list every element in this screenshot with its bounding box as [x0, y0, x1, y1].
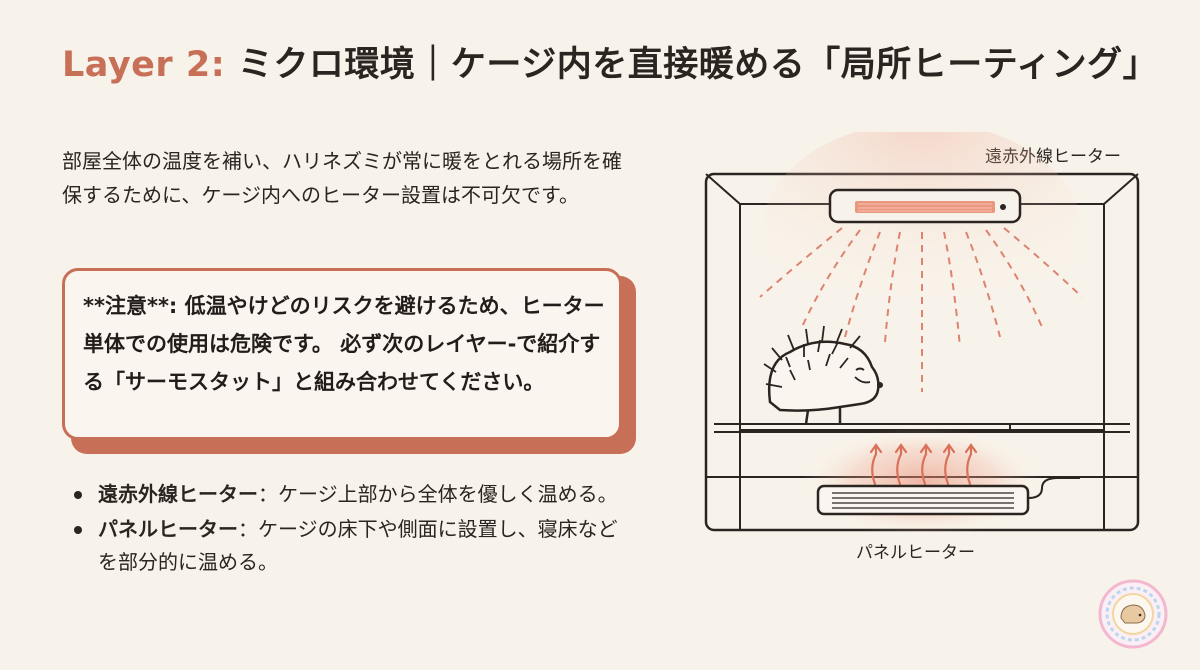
heat-arrow-icon [869, 443, 978, 486]
heater-list: 遠赤外線ヒーター：ケージ上部から全体を優しく温める。 パネルヒーター：ケージの床… [74, 478, 634, 581]
panel-heat-glow [802, 427, 1042, 537]
list-item-infrared: 遠赤外線ヒーター：ケージ上部から全体を優しく温める。 [74, 478, 634, 511]
infrared-heater-icon [828, 188, 1022, 224]
hedgehog-badge-icon [1098, 579, 1168, 649]
intro-text: 部屋全体の温度を補い、ハリネズミが常に暖をとれる場所を確保するために、ケージ内へ… [62, 149, 622, 207]
panel-heater-icon [816, 477, 1080, 516]
list-item-panel: パネルヒーター：ケージの床下や側面に設置し、寝床などを部分的に温める。 [74, 513, 634, 579]
warning-note: **注意**: 低温やけどのリスクを避けるため、ヒーター単体での使用は危険です。… [62, 268, 622, 440]
title-text: ミクロ環境｜ケージ内を直接暖める「局所ヒーティング」 [237, 45, 1159, 85]
page-title: Layer 2: ミクロ環境｜ケージ内を直接暖める「局所ヒーティング」 [62, 36, 1158, 87]
heat-wave-icon [759, 227, 1083, 392]
bullet-desc: ケージの床下や側面に設置し、寝床などを部分的に温める。 [98, 517, 618, 574]
bullet-desc: ケージ上部から全体を優しく温める。 [278, 482, 618, 506]
label-panel-heater: パネルヒーター [856, 543, 975, 563]
cage-diagram [704, 132, 1140, 537]
bullet-separator: ： [238, 517, 258, 541]
bullet-term: 遠赤外線ヒーター [98, 482, 258, 506]
bullet-term: パネルヒーター [98, 517, 238, 541]
title-layer: Layer 2: [62, 45, 226, 85]
bullet-separator: ： [258, 482, 278, 506]
hedgehog-icon [763, 325, 883, 425]
